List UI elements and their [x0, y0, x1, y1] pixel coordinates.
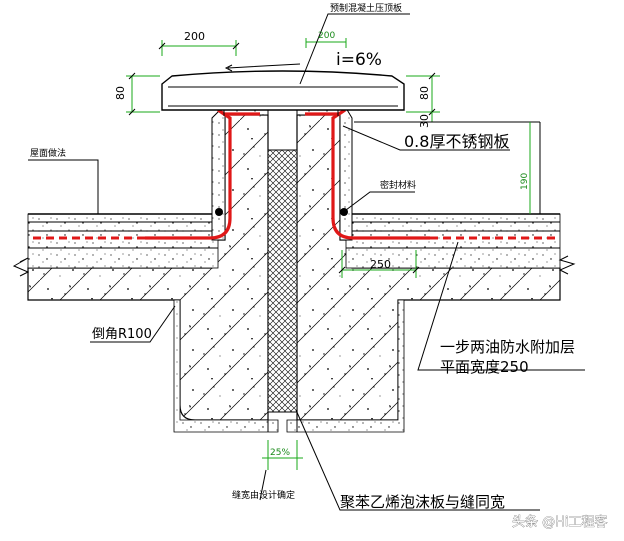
- dim-250: 250: [370, 258, 391, 271]
- label-slope: i=6%: [336, 50, 382, 70]
- label-sealant: 密封材料: [380, 179, 416, 191]
- watermark: 头条 @Hi工程客: [512, 514, 608, 530]
- label-roof-method: 屋面做法: [30, 147, 66, 159]
- dim-200-top: 200: [318, 31, 335, 41]
- dim-80-left: 80: [114, 86, 127, 100]
- break-mark-right: [558, 255, 576, 275]
- waterproof-layer-left: [145, 108, 232, 240]
- dim-190: 190: [520, 173, 530, 190]
- label-joint-width-note: 缝宽由设计确定: [232, 489, 295, 501]
- slope-arrow: [224, 63, 301, 72]
- label-steel-plate: 0.8厚不锈钢板: [404, 132, 509, 151]
- break-mark-left: [12, 257, 30, 277]
- label-waterproof-line1: 一步两油防水附加层: [440, 338, 575, 356]
- dim-200-left: 200: [184, 30, 205, 43]
- label-chamfer: 倒角R100: [92, 327, 152, 342]
- label-waterproof-line2: 平面宽度250: [440, 358, 529, 376]
- dim-joint-width: 25%: [270, 448, 290, 458]
- precast-cover-slab: [161, 70, 405, 111]
- label-precast-cover: 预制混凝土压顶板: [330, 2, 402, 14]
- waterproof-layer-right: [331, 108, 430, 240]
- dim-30: 30: [418, 114, 431, 128]
- dim-80-right: 80: [418, 86, 431, 100]
- label-foam-board: 聚苯乙烯泡沫板与缝同宽: [340, 493, 505, 511]
- roof-layer-left: [27, 213, 219, 269]
- sealant-left: [215, 208, 223, 216]
- polystyrene-foam-board: [267, 149, 298, 413]
